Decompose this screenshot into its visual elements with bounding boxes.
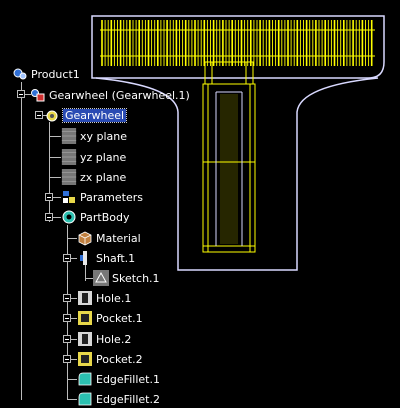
parameters-label: Parameters xyxy=(80,190,143,204)
plane-icon xyxy=(61,149,77,165)
tree-node-parameters[interactable]: Parameters xyxy=(61,188,143,206)
tree-node-xy-plane[interactable]: xy plane xyxy=(61,127,127,145)
tree-node-partbody[interactable]: PartBody xyxy=(61,208,129,226)
tree-node-hole1[interactable]: Hole.1 xyxy=(77,289,131,307)
component-icon xyxy=(31,89,45,102)
tree-node-yz-plane[interactable]: yz plane xyxy=(61,148,126,166)
tree-node-edgefillet2[interactable]: EdgeFillet.2 xyxy=(77,390,160,408)
collapse-toggle-part[interactable] xyxy=(35,111,43,119)
shaft-edges xyxy=(202,61,256,253)
pocket2-label: Pocket.2 xyxy=(96,352,143,366)
plane-label: zx plane xyxy=(80,170,127,184)
parameters-icon xyxy=(63,191,75,203)
expand-toggle-pocket2[interactable] xyxy=(63,355,71,363)
plane-icon xyxy=(61,169,77,185)
plane-label: xy plane xyxy=(80,129,128,143)
part-outline-stem xyxy=(95,77,379,271)
tree-node-zx-plane[interactable]: zx plane xyxy=(61,168,126,186)
hole-icon xyxy=(78,291,92,305)
tree-node-pocket1[interactable]: Pocket.1 xyxy=(77,309,143,327)
tree-node-shaft[interactable]: Shaft.1 xyxy=(77,249,135,267)
pocket-icon xyxy=(78,352,92,366)
pocket1-label: Pocket.1 xyxy=(96,311,143,325)
part-outline-top xyxy=(91,15,385,79)
sketch-icon xyxy=(93,270,109,286)
product-icon xyxy=(13,68,27,80)
shaft-white-edges xyxy=(215,91,243,246)
tree-node-pocket2[interactable]: Pocket.2 xyxy=(77,350,143,368)
material-label: Material xyxy=(96,231,141,245)
hole1-label: Hole.1 xyxy=(96,291,132,305)
tree-node-part[interactable]: Gearwheel xyxy=(44,106,128,124)
partbody-label: PartBody xyxy=(80,210,130,224)
gear-teeth xyxy=(101,20,373,66)
expand-toggle-hole1[interactable] xyxy=(63,294,71,302)
tree-node-sketch[interactable]: Sketch.1 xyxy=(93,269,160,287)
tree-node-material[interactable]: Material xyxy=(77,229,141,247)
tree-node-product[interactable]: Product1 xyxy=(12,65,80,83)
edge-fillet-icon xyxy=(78,392,92,406)
edgefillet2-label: EdgeFillet.2 xyxy=(96,392,160,406)
collapse-toggle-component[interactable] xyxy=(17,90,25,98)
component-label: Gearwheel (Gearwheel.1) xyxy=(49,88,190,102)
hole-icon xyxy=(78,332,92,346)
expand-toggle-pocket1[interactable] xyxy=(63,314,71,322)
tree-node-edgefillet1[interactable]: EdgeFillet.1 xyxy=(77,370,160,388)
edgefillet1-label: EdgeFillet.1 xyxy=(96,372,160,386)
product-label: Product1 xyxy=(31,67,80,81)
partbody-gear-icon xyxy=(62,210,76,224)
part-gear-icon xyxy=(46,110,58,122)
plane-icon xyxy=(61,128,77,144)
shaft-core xyxy=(220,94,238,244)
collapse-toggle-partbody[interactable] xyxy=(45,213,53,221)
material-icon xyxy=(78,231,92,246)
tree-node-hole2[interactable]: Hole.2 xyxy=(77,330,131,348)
expand-toggle-parameters[interactable] xyxy=(45,193,53,201)
expand-toggle-hole2[interactable] xyxy=(63,335,71,343)
shaft-icon xyxy=(80,251,87,265)
hole2-label: Hole.2 xyxy=(96,332,132,346)
part-label: Gearwheel xyxy=(61,107,128,123)
shaft-label: Shaft.1 xyxy=(96,251,136,265)
sketch-label: Sketch.1 xyxy=(112,271,160,285)
tree-node-component[interactable]: Gearwheel (Gearwheel.1) xyxy=(30,86,190,104)
plane-label: yz plane xyxy=(80,150,127,164)
edge-fillet-icon xyxy=(78,372,92,386)
collapse-toggle-shaft[interactable] xyxy=(63,254,71,262)
pocket-icon xyxy=(78,311,92,325)
